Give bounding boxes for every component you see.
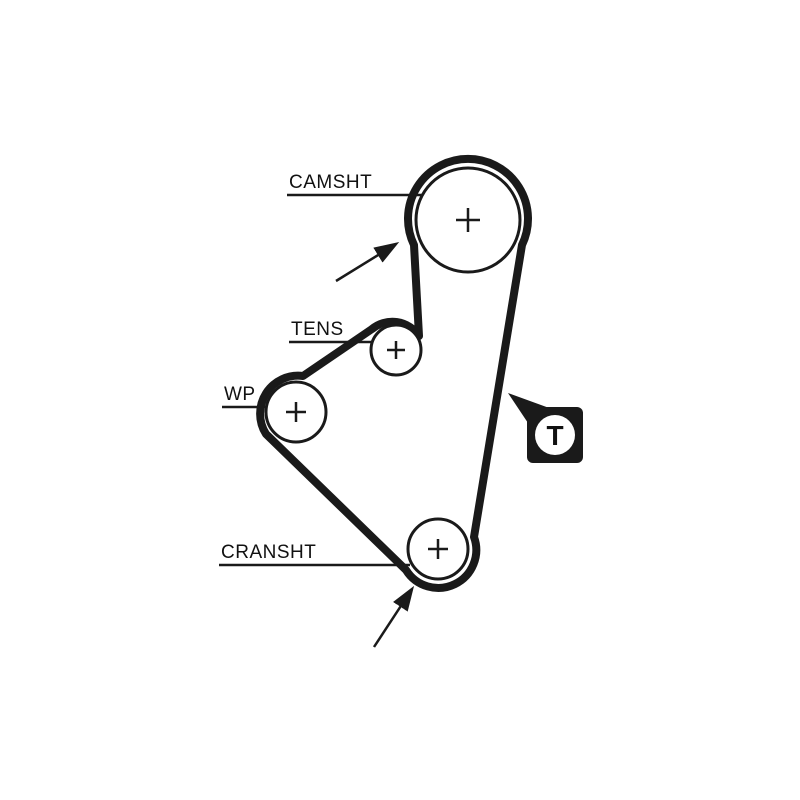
camshaft-label: CAMSHT xyxy=(289,172,372,193)
crankshaft-plus-icon xyxy=(428,539,448,559)
camshaft-arrow xyxy=(335,242,400,283)
timing-mark-badge: T xyxy=(508,393,583,463)
timing-mark-circle xyxy=(535,415,575,455)
timing-mark-letter: T xyxy=(546,420,563,451)
crankshaft-label: CRANSHT xyxy=(221,542,316,563)
tensioner-label: TENS xyxy=(291,319,344,340)
water-pump-label: WP xyxy=(224,384,256,405)
tensioner-plus-icon xyxy=(387,341,405,359)
camshaft-plus-icon xyxy=(456,208,480,232)
crankshaft-arrow xyxy=(372,585,415,648)
timing-belt xyxy=(256,154,532,592)
water-pump-plus-icon xyxy=(286,402,306,422)
